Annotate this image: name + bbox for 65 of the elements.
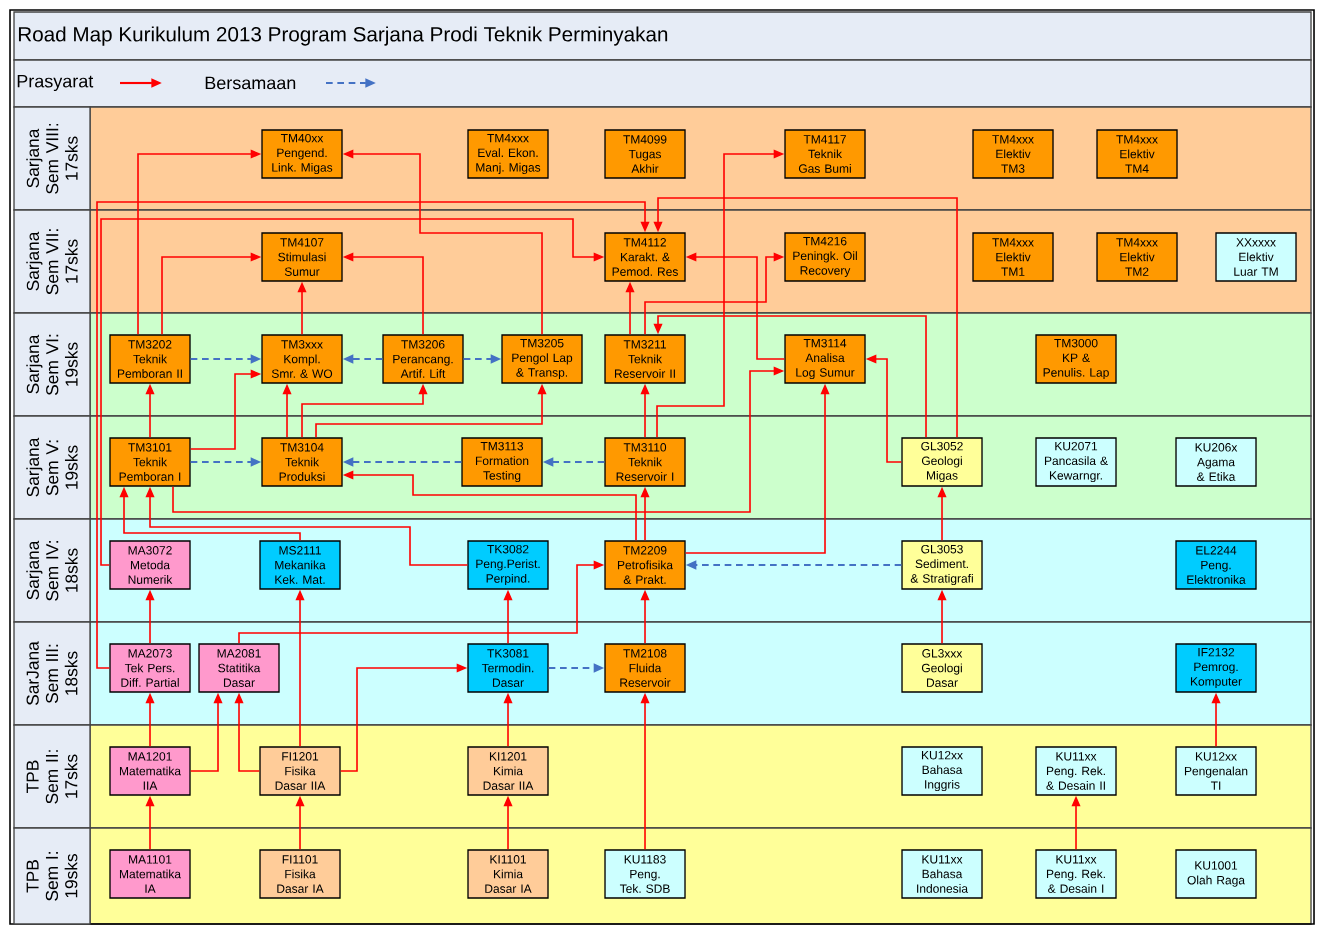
course-box: TM3206 Perancang. Artif. Lift [382,334,464,384]
course-box: MA1201 Matematika IIA [109,746,191,796]
course-box: FI1201 Fisika Dasar IIA [259,746,341,796]
course-box: GL3053 Sediment. & Stratigrafi [901,540,983,590]
row-header: Sarjana Sem V: 19sks [13,415,91,520]
course-box: TK3081 Termodin. Dasar [467,643,549,693]
course-box: KU12xx Bahasa Inggris [901,746,983,796]
course-box: KU1001 Olah Raga [1175,849,1257,899]
course-box: TM3000 KP & Penulis. Lap [1035,334,1117,384]
course-box: KI1201 Kimia Dasar IIA [467,746,549,796]
legend-text: Bersamaan [205,76,296,90]
course-box: TM3113 Formation Testing [461,437,543,487]
course-box: TM3110 Teknik Reservoir I [604,437,686,487]
course-box: KU12xx Pengenalan TI [1175,746,1257,796]
course-box: MA1101 Matematika IA [109,849,191,899]
course-box: TM3211 Teknik Reservoir II [604,334,686,384]
course-box: TM4099 Tugas Akhir [604,129,686,179]
course-box: TM4xxx Eval. Ekon. Manj. Migas [467,129,549,179]
course-box: GL3xxx Geologi Dasar [901,643,983,693]
course-box: TM3202 Teknik Pemboran II [109,334,191,384]
course-box: KU11xx Peng. Rek. & Desain I [1035,849,1117,899]
row-header: Sarjana Sem VI: 19sks [13,312,91,417]
course-box: KI1101 Kimia Dasar IA [467,849,549,899]
arrow [96,201,650,669]
course-box: EL2244 Peng. Elektronika [1175,540,1257,590]
course-box: TM3xxx Kompl. Smr. & WO [261,334,343,384]
row-header: TPB Sem II: 17sks [13,724,91,829]
course-box: IF2132 Pemrog. Komputer [1175,643,1257,693]
course-box: TM40xx Pengend. Link. Migas [261,129,343,179]
row-header: SarJana Sem III: 18sks [13,621,91,726]
course-box: TM4xxx Elektiv TM2 [1096,232,1178,282]
course-box: KU1183 Peng. Tek. SDB [604,849,686,899]
course-box: TM2108 Fluida Reservoir [604,643,686,693]
course-box: GL3052 Geologi Migas [901,437,983,487]
title: Road Map Kurikulum 2013 Program Sarjana Prodi Teknik Perminyakan [18,26,668,46]
row-header: Sarjana Sem VIII: 17sks [13,106,91,211]
row-header: TPB Sem I: 19sks [13,827,91,925]
course-box: TM4xxx Elektiv TM3 [972,129,1054,179]
arrow [653,315,927,439]
row-header: Sarjana Sem IV: 18sks [13,518,91,623]
course-box: KU11xx Bahasa Indonesia [901,849,983,899]
course-box: MA3072 Metoda Numerik [109,540,191,590]
course-box: MA2073 Tek Pers. Diff. Partial [109,643,191,693]
course-box: TM4107 Stimulasi Sumur [261,232,343,282]
legend-text: Prasyarat [17,74,94,92]
course-box: TM2209 Petrofisika & Prakt. [604,540,686,590]
course-box: MA2081 Statitika Dasar [198,643,280,693]
course-box: KU2071 Pancasila & Kewarngr. [1035,437,1117,487]
row-header: Sarjana Sem VII: 17sks [13,209,91,314]
course-box: TM3114 Analisa Log Sumur [784,334,866,384]
course-box: TM3205 Pengol Lap & Transp. [501,334,583,384]
course-box: TM3104 Teknik Produksi [261,437,343,487]
course-box: TM4xxx Elektiv TM1 [972,232,1054,282]
course-box: FI1101 Fisika Dasar IA [259,849,341,899]
course-box: MS2111 Mekanika Kek. Mat. [259,540,341,590]
course-box: XXxxxx Elektiv Luar TM [1215,232,1297,282]
course-box: TM4xxx Elektiv TM4 [1096,129,1178,179]
course-box: TM4216 Peningk. Oil Recovery [784,232,866,282]
course-box: KU206x Agama & Etika [1175,437,1257,487]
course-box: TM3101 Teknik Pemboran I [109,437,191,487]
arrow [653,197,958,439]
course-box: TK3082 Peng.Perist. Perpind. [467,540,549,590]
course-box: KU11xx Peng. Rek. & Desain II [1035,746,1117,796]
course-box: TM4112 Karakt. & Pemod. Res [604,232,686,282]
course-box: TM4117 Teknik Gas Bumi [784,129,866,179]
